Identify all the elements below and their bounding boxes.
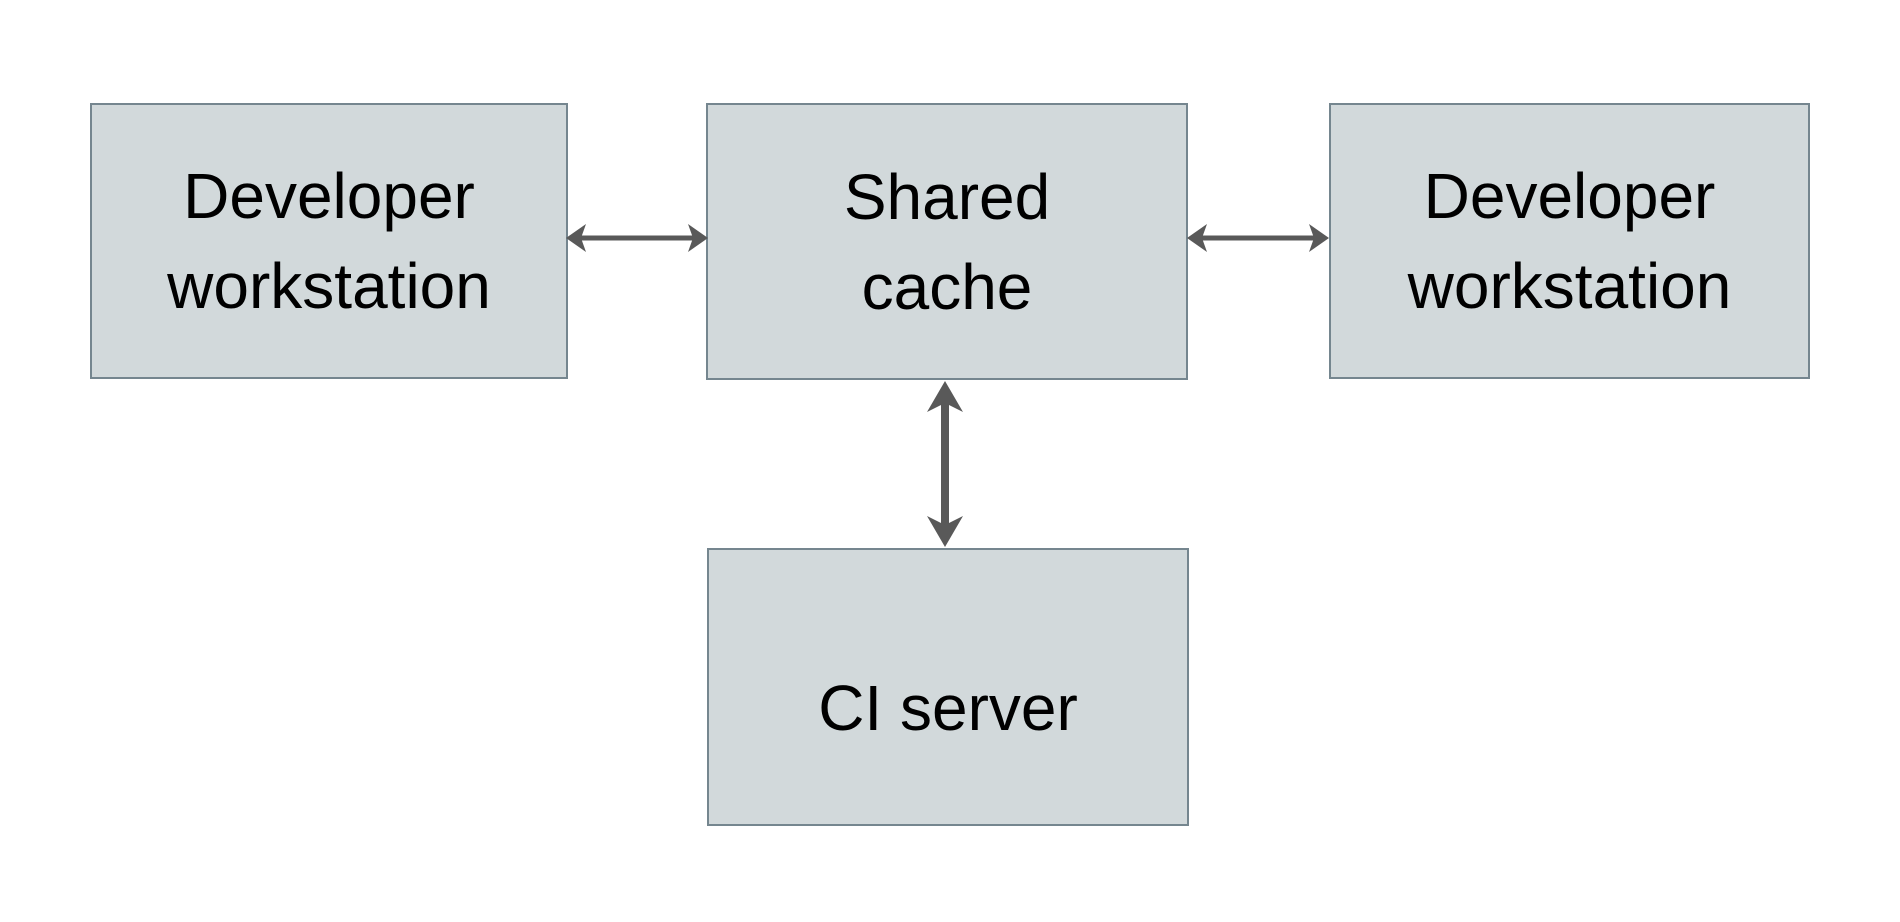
node-label-line: workstation: [1407, 250, 1732, 322]
node-label-line: Shared: [843, 160, 1051, 233]
node-developer-workstation-left: Developer workstation: [90, 103, 568, 379]
node-label-line: CI server: [818, 672, 1078, 744]
node-developer-workstation-right: Developer workstation: [1329, 103, 1810, 379]
node-label-line: Developer: [1423, 160, 1716, 232]
node-label-line: workstation: [167, 250, 491, 322]
node-label-line: cache: [861, 250, 1033, 323]
bidirectional-arrow-icon: [1187, 224, 1329, 252]
node-label-line: Developer: [183, 160, 475, 232]
node-shared-cache: Shared cache: [706, 103, 1188, 380]
bidirectional-arrow-icon: [927, 381, 963, 547]
node-ci-server: CI server: [707, 548, 1189, 826]
bidirectional-arrow-icon: [566, 224, 708, 252]
